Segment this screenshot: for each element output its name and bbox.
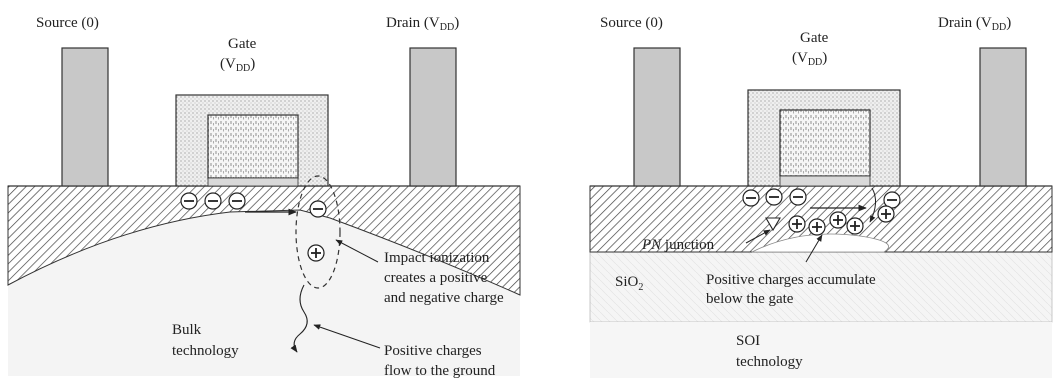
flow-label-line1: Positive charges	[384, 343, 482, 359]
impact-label-line2: creates a positive	[384, 270, 488, 286]
drain-contact	[979, 47, 1027, 187]
gate-poly	[779, 109, 871, 177]
gate-poly	[207, 114, 299, 179]
flow-label-line2: flow to the ground	[384, 363, 496, 378]
accumulate-leader-line	[805, 234, 823, 263]
drain-label: Drain (VDD)	[938, 15, 1011, 33]
left-panel-bulk: Source (0) Gate (VDD) Drain (VDD) Impact…	[7, 15, 521, 378]
bulk-label-line2: technology	[172, 343, 239, 359]
gate-label-line1: Gate	[228, 36, 257, 52]
sio2-label: SiO2	[615, 274, 643, 293]
impact-region-ellipse	[295, 175, 341, 289]
impact-label-line3: and negative charge	[384, 290, 504, 306]
flow-leader-line	[313, 324, 381, 349]
gate-label-line2: (VDD)	[220, 56, 255, 74]
electron-charge	[228, 192, 246, 210]
soi-substrate	[590, 322, 1052, 378]
accumulate-label-line2: below the gate	[706, 291, 794, 307]
sio2-region	[589, 251, 1053, 323]
hole-charge	[829, 211, 847, 229]
electron-charge	[309, 200, 327, 218]
drain-contact	[409, 47, 457, 187]
hole-charge	[808, 218, 826, 236]
hole-charge	[788, 215, 806, 233]
soi-label-line2: technology	[736, 354, 803, 370]
electron-charge	[789, 188, 807, 206]
hole-path-to-ground	[290, 284, 308, 353]
bulk-hatched-region	[7, 185, 521, 296]
impact-leader-line	[335, 239, 379, 263]
right-panel-soi: Source (0) Gate (VDD) Drain (VDD) PN jun…	[589, 15, 1053, 378]
electron-charge	[180, 192, 198, 210]
pn-junction-label: PN junction	[641, 237, 715, 253]
gate-label-line2: (VDD)	[792, 50, 827, 68]
hole-charge	[846, 217, 864, 235]
electron-charge	[204, 192, 222, 210]
electron-charge	[765, 188, 783, 206]
accumulation-region	[751, 233, 889, 253]
pn-leader-line	[745, 229, 771, 244]
pn-junction-marker	[765, 217, 781, 232]
gate-oxide	[207, 177, 299, 187]
soi-label-line1: SOI	[736, 333, 760, 349]
impact-curve-arrow	[869, 187, 876, 223]
source-contact	[633, 47, 681, 187]
electron-charge	[742, 189, 760, 207]
drain-label: Drain (VDD)	[386, 15, 459, 33]
hole-charge	[307, 244, 325, 262]
source-label: Source (0)	[600, 15, 663, 31]
source-contact	[61, 47, 109, 187]
bulk-label-line1: Bulk	[172, 322, 202, 338]
gate-oxide	[779, 175, 871, 187]
source-label: Source (0)	[36, 15, 99, 31]
accumulate-label-line1: Positive charges accumulate	[706, 272, 876, 288]
hole-charge	[877, 205, 895, 223]
gate-label-line1: Gate	[800, 30, 829, 46]
impact-label-line1: Impact ionization	[384, 250, 490, 266]
